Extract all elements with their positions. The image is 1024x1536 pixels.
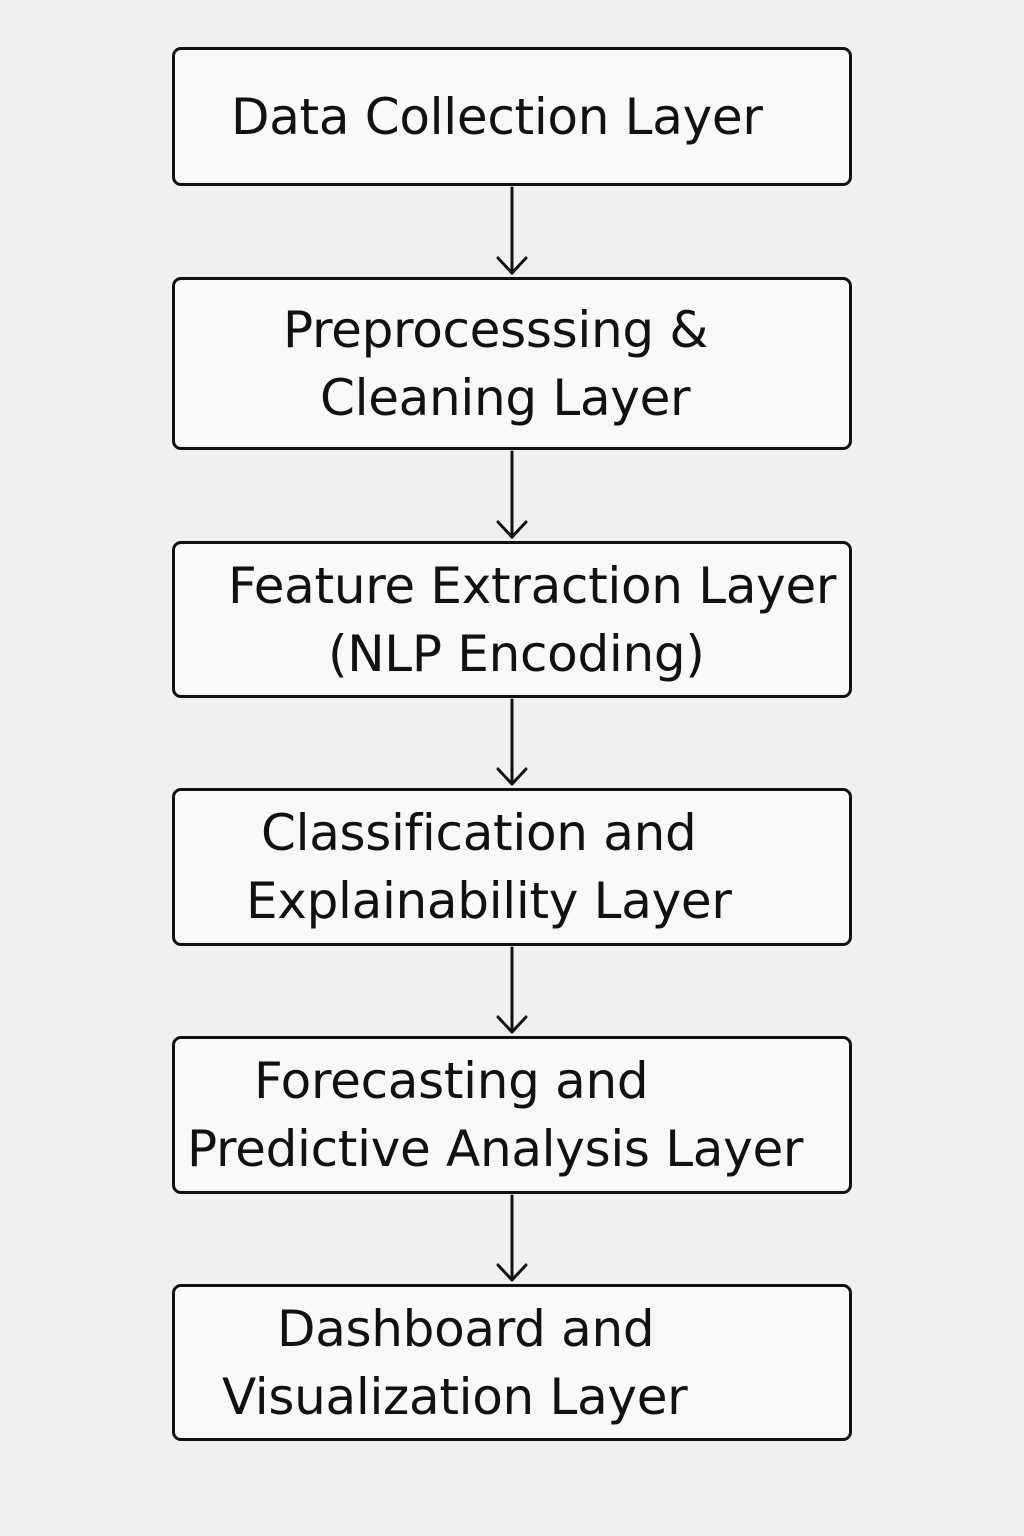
arrow-2-to-3 <box>496 450 528 539</box>
layer-label-line: Forecasting and <box>254 1052 649 1110</box>
arrow-3-to-4 <box>496 698 528 786</box>
dashboard-visualization-layer-box: Dashboard and Visualization Layer <box>172 1284 852 1441</box>
layer-label-line: Feature Extraction Layer <box>228 556 837 615</box>
arrow-1-to-2 <box>496 186 528 275</box>
feature-extraction-layer-box: Feature Extraction Layer (NLP Encoding) <box>172 541 852 698</box>
layer-label-line: Data Collection Layer <box>231 87 763 146</box>
layer-label-line: Explainability Layer <box>246 872 732 930</box>
layer-label-line: Predictive Analysis Layer <box>187 1120 804 1178</box>
layer-label-line: Visualization Layer <box>222 1367 688 1426</box>
layer-label-line: Cleaning Layer <box>320 368 691 427</box>
layer-label-line: Preprocesssing & <box>283 300 709 359</box>
data-collection-layer-box: Data Collection Layer <box>172 47 852 186</box>
classification-explainability-layer-box: Classification and Explainability Layer <box>172 788 852 946</box>
layer-label-line: Dashboard and <box>277 1299 655 1358</box>
arrow-4-to-5 <box>496 946 528 1034</box>
arrow-5-to-6 <box>496 1194 528 1282</box>
forecasting-predictive-layer-box: Forecasting and Predictive Analysis Laye… <box>172 1036 852 1194</box>
layer-label-line: (NLP Encoding) <box>328 624 705 683</box>
layer-label-line: Classification and <box>261 804 697 862</box>
preprocessing-cleaning-layer-box: Preprocesssing & Cleaning Layer <box>172 277 852 450</box>
